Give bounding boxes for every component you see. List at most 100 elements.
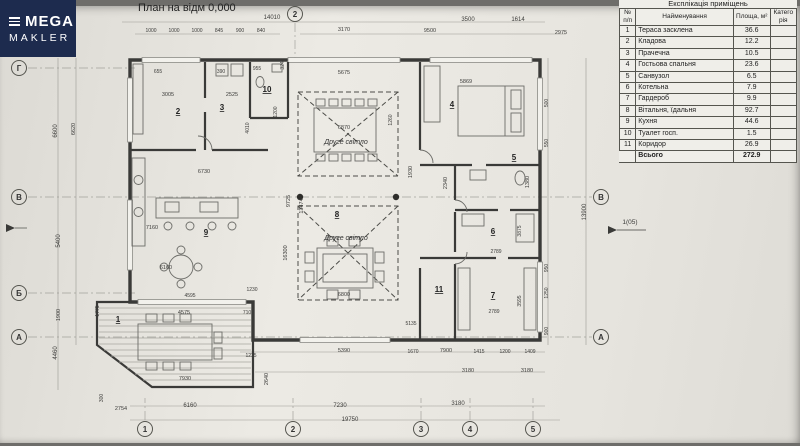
axis-circle	[11, 189, 27, 205]
dimension-label: 1230	[246, 287, 257, 293]
axis-circle	[593, 329, 609, 345]
dimension-label: 2789	[490, 249, 501, 255]
axis-label: 1	[143, 425, 148, 434]
dimension-label: 840	[257, 28, 266, 34]
room-number: 1	[116, 315, 121, 324]
megamakler-logo: MEGA MAKLER	[0, 0, 76, 57]
dimension-label: 4595	[184, 293, 195, 299]
dimension-label: 6160	[160, 265, 172, 271]
dimension-label: 500	[544, 99, 550, 108]
dimension-label: 2340	[443, 177, 449, 189]
table-title: Експлікація приміщень	[668, 0, 748, 8]
terrace-deck-hatch	[99, 307, 251, 381]
plan-note: Друге світло	[323, 138, 368, 146]
dimension-label: 2525	[226, 92, 238, 98]
room-number: 7	[491, 291, 496, 300]
axis-circle	[413, 421, 429, 437]
dimension-label: 1(05)	[622, 219, 637, 226]
col-header-num: № п/п	[618, 8, 637, 26]
dimension-label: 19750	[342, 417, 359, 423]
dimension-label: 6870	[338, 125, 350, 131]
room-number: 11	[435, 285, 444, 294]
axis-label: 4	[468, 425, 473, 434]
dimension-label: 6800	[338, 292, 350, 298]
dimension-label: 1000	[168, 28, 179, 34]
skylight-openings	[297, 91, 399, 301]
structural-columns	[296, 193, 400, 201]
dimension-label: 5675	[338, 70, 350, 76]
dimension-label: 9500	[424, 28, 436, 34]
axis-lines	[28, 23, 592, 420]
axis-circle	[287, 6, 303, 22]
dimension-label: 300	[99, 394, 105, 403]
dimension-label: 7160	[146, 225, 158, 231]
axis-circle	[593, 189, 609, 205]
room-number: 6	[491, 227, 496, 236]
dimension-label: 1670	[407, 349, 418, 355]
outer-wall-path	[128, 58, 542, 342]
dimension-label: 2789	[488, 309, 499, 315]
dimension-label: 5390	[338, 348, 350, 354]
room-table: Експлікація приміщень № п/п Найменування…	[618, 0, 798, 163]
section-markers	[6, 224, 646, 234]
col-header-area: Площа, м²	[732, 8, 771, 26]
dimension-label: 6730	[198, 169, 210, 175]
col-header-cat: Катего рія	[769, 8, 798, 26]
dimension-label: 3180	[451, 401, 465, 407]
logo-text-makler: MAKLER	[9, 32, 71, 44]
room-number: 9	[204, 228, 209, 237]
room-number: 5	[512, 153, 517, 162]
dimension-label: 1409	[524, 349, 535, 355]
dimension-label: 5135	[405, 321, 416, 327]
dimension-lines	[57, 21, 587, 421]
dimension-label: 5400	[56, 234, 62, 248]
dimension-label: 13900	[582, 203, 588, 220]
dimension-label: 1200	[499, 349, 510, 355]
dimension-label: 6620	[71, 123, 77, 135]
dimension-label: 1200	[273, 106, 279, 117]
furniture	[131, 63, 537, 371]
dimension-label: 2975	[555, 30, 567, 36]
dimension-label: 550	[544, 139, 550, 148]
axis-label: Б	[16, 289, 22, 298]
dimension-label: 7930	[179, 376, 191, 382]
axis-circle	[11, 329, 27, 345]
dimension-label: 1225	[245, 353, 256, 359]
dimension-label: 1380	[525, 176, 531, 188]
dimension-label: 5869	[460, 79, 472, 85]
dimension-label: 1614	[511, 17, 525, 23]
dimension-label: 1000	[191, 28, 202, 34]
dimension-label: 710	[243, 310, 252, 316]
axis-label: А	[598, 333, 604, 342]
dimension-label: 3500	[461, 17, 475, 23]
room-number: 3	[220, 103, 225, 112]
dimension-label: 3245	[280, 58, 286, 69]
axis-circle	[11, 60, 27, 76]
dimension-label: 900	[236, 28, 245, 34]
dimension-label: 1930	[408, 166, 414, 178]
terrace	[95, 300, 255, 389]
axis-circle	[285, 421, 301, 437]
dimension-label: 3180	[521, 368, 533, 374]
dimension-label: 1260	[388, 114, 394, 125]
dimension-label: 2640	[264, 373, 270, 385]
axis-label: 3	[419, 425, 424, 434]
dimension-label: 950	[544, 264, 550, 273]
room-number: 2	[176, 107, 181, 116]
dimension-label: 14010	[264, 15, 281, 21]
dimension-label: 3875	[517, 225, 523, 236]
axis-circle	[525, 421, 541, 437]
col-header-name: Найменування	[635, 8, 734, 26]
dimension-label: 4010	[245, 122, 251, 133]
dimension-label: 6160	[183, 403, 197, 409]
